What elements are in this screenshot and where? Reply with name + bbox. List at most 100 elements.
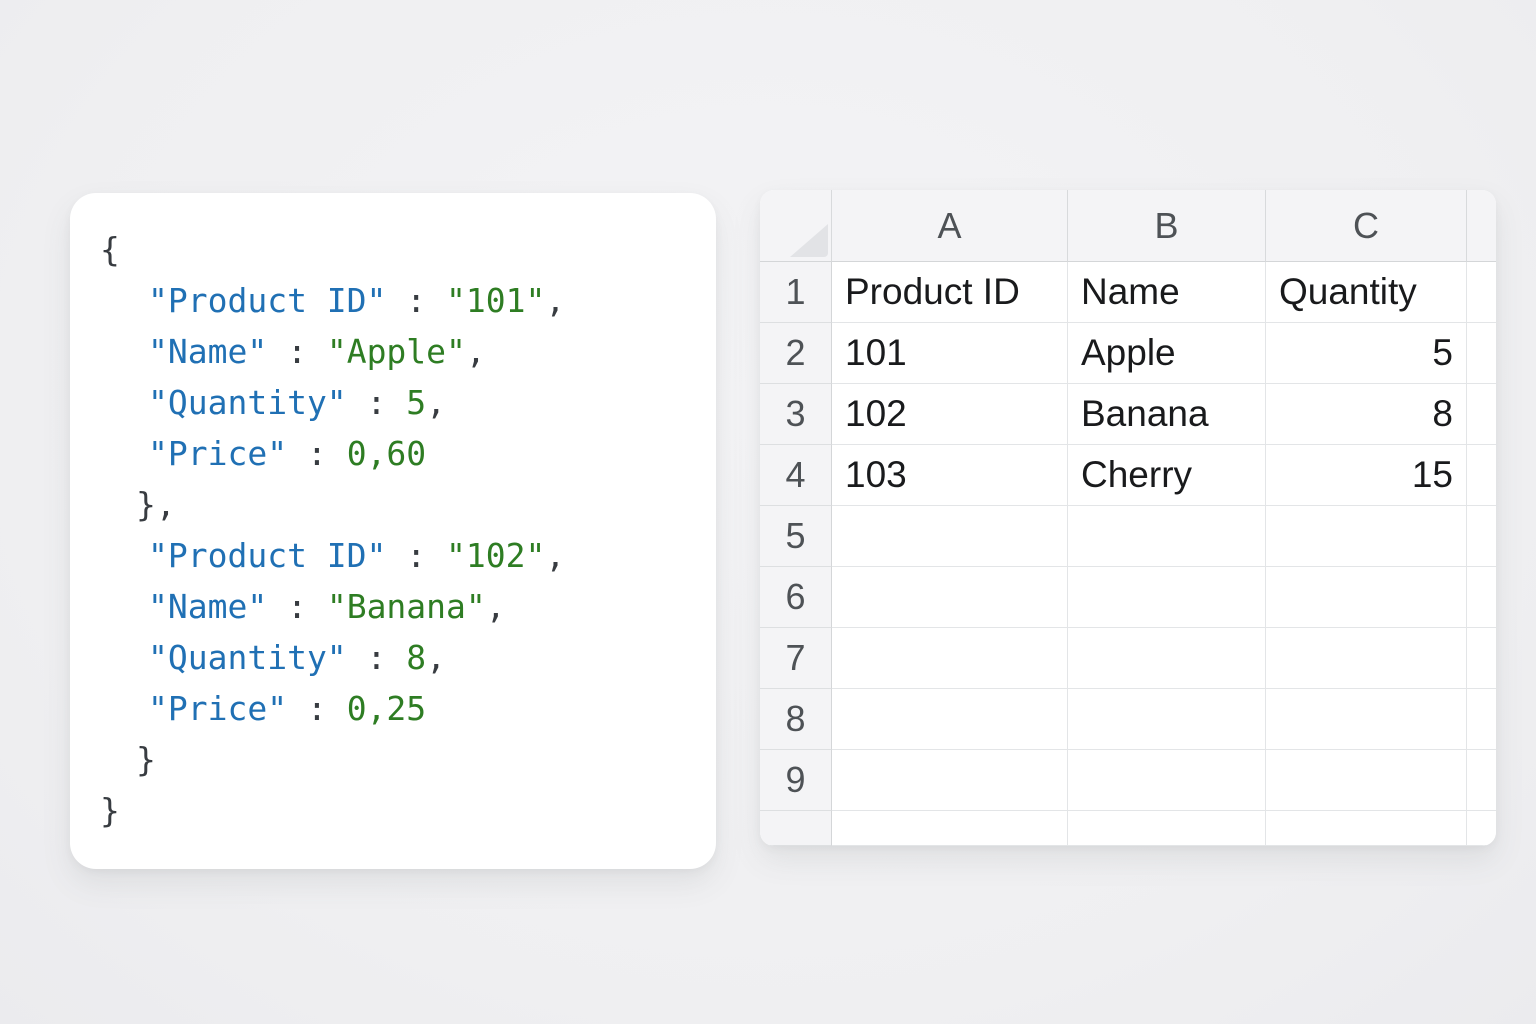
code-token-punct: , xyxy=(545,536,566,575)
code-token-key: "Quantity" xyxy=(148,638,347,677)
sheet-cell[interactable]: Product ID xyxy=(832,262,1068,323)
row-header[interactable]: 7 xyxy=(760,628,832,689)
code-token-value: 8 xyxy=(406,638,427,677)
sheet-cell[interactable] xyxy=(1068,689,1266,750)
sheet-cell[interactable] xyxy=(1467,689,1496,750)
sheet-cell[interactable] xyxy=(1467,262,1496,323)
row-header[interactable]: 1 xyxy=(760,262,832,323)
code-token-punct: } xyxy=(136,740,156,779)
code-token-key: "Quantity" xyxy=(148,383,347,422)
sheet-cell[interactable] xyxy=(832,628,1068,689)
column-header-B[interactable]: B xyxy=(1068,190,1266,262)
sheet-cell[interactable] xyxy=(1467,506,1496,567)
code-line: "Price" : 0,25 xyxy=(100,683,696,734)
sheet-cell[interactable]: 5 xyxy=(1266,323,1467,384)
sheet-cell[interactable] xyxy=(1467,811,1496,846)
code-token-punct: , xyxy=(485,587,506,626)
row-header[interactable] xyxy=(760,811,832,846)
code-line: } xyxy=(100,785,696,836)
sheet-cell[interactable] xyxy=(1266,750,1467,811)
code-token-punct: : xyxy=(267,332,327,371)
json-code-panel: {"Product ID" : "101","Name" : "Apple","… xyxy=(70,193,716,869)
sheet-cell[interactable]: Banana xyxy=(1068,384,1266,445)
sheet-cell[interactable]: 103 xyxy=(832,445,1068,506)
sheet-cell[interactable] xyxy=(832,811,1068,846)
sheet-cell[interactable] xyxy=(1467,567,1496,628)
sheet-cell[interactable] xyxy=(1467,750,1496,811)
code-token-key: "Price" xyxy=(148,434,288,473)
row-header[interactable]: 6 xyxy=(760,567,832,628)
sheet-cell[interactable] xyxy=(832,506,1068,567)
sheet-cell[interactable] xyxy=(832,567,1068,628)
sheet-cell[interactable] xyxy=(1068,628,1266,689)
column-header-C[interactable]: C xyxy=(1266,190,1467,262)
sheet-cell[interactable] xyxy=(832,689,1068,750)
code-line: "Price" : 0,60 xyxy=(100,428,696,479)
code-token-value: "Apple" xyxy=(326,332,466,371)
select-all-corner-cell[interactable] xyxy=(760,190,832,262)
sheet-cell[interactable]: 102 xyxy=(832,384,1068,445)
code-token-punct: } xyxy=(100,791,120,830)
code-line: { xyxy=(100,224,696,275)
sheet-cell[interactable]: 101 xyxy=(832,323,1068,384)
sheet-row: 7 xyxy=(760,628,1496,689)
sheet-cell[interactable] xyxy=(1266,811,1467,846)
sheet-cell[interactable] xyxy=(1467,628,1496,689)
code-token-value: "102" xyxy=(446,536,546,575)
code-token-punct: , xyxy=(426,383,447,422)
sheet-cell[interactable]: Apple xyxy=(1068,323,1266,384)
sheet-row: 5 xyxy=(760,506,1496,567)
column-header-clipped[interactable] xyxy=(1467,190,1496,262)
sheet-cell[interactable] xyxy=(1068,506,1266,567)
code-token-key: "Name" xyxy=(148,332,268,371)
sheet-cell[interactable] xyxy=(832,750,1068,811)
sheet-cell[interactable]: Name xyxy=(1068,262,1266,323)
row-header[interactable]: 8 xyxy=(760,689,832,750)
row-header[interactable]: 3 xyxy=(760,384,832,445)
row-header[interactable]: 2 xyxy=(760,323,832,384)
sheet-row xyxy=(760,811,1496,846)
sheet-cell[interactable] xyxy=(1266,628,1467,689)
sheet-cell[interactable]: Quantity xyxy=(1266,262,1467,323)
sheet-cell[interactable] xyxy=(1467,445,1496,506)
code-token-key: "Product ID" xyxy=(148,281,387,320)
code-token-punct: { xyxy=(100,230,120,269)
sheet-cell[interactable] xyxy=(1068,811,1266,846)
sheet-cell[interactable] xyxy=(1068,567,1266,628)
sheet-cell[interactable] xyxy=(1266,689,1467,750)
sheet-cell[interactable]: 8 xyxy=(1266,384,1467,445)
sheet-cell[interactable] xyxy=(1068,750,1266,811)
code-token-punct: , xyxy=(426,638,447,677)
sheet-cell[interactable] xyxy=(1266,567,1467,628)
code-token-value: 0,60 xyxy=(346,434,427,473)
sheet-cell[interactable] xyxy=(1266,506,1467,567)
sheet-row: 8 xyxy=(760,689,1496,750)
code-token-punct: : xyxy=(267,587,327,626)
code-line: }, xyxy=(100,479,696,530)
row-header[interactable]: 9 xyxy=(760,750,832,811)
code-token-punct: }, xyxy=(136,485,176,524)
json-code: {"Product ID" : "101","Name" : "Apple","… xyxy=(100,224,696,836)
row-header[interactable]: 5 xyxy=(760,506,832,567)
sheet-cell[interactable] xyxy=(1467,384,1496,445)
code-token-punct: : xyxy=(287,689,347,728)
sheet-cell[interactable]: Cherry xyxy=(1068,445,1266,506)
code-token-value: 0,25 xyxy=(346,689,427,728)
code-token-punct: : xyxy=(386,536,447,575)
sheet-cell[interactable] xyxy=(1467,323,1496,384)
code-line: "Name" : "Banana", xyxy=(100,581,696,632)
code-token-value: "101" xyxy=(446,281,546,320)
code-token-punct: , xyxy=(465,332,486,371)
code-token-punct: , xyxy=(545,281,566,320)
code-line: "Name" : "Apple", xyxy=(100,326,696,377)
code-token-punct: : xyxy=(346,383,407,422)
sheet-cell[interactable]: 15 xyxy=(1266,445,1467,506)
code-token-punct: : xyxy=(346,638,407,677)
column-header-A[interactable]: A xyxy=(832,190,1068,262)
code-line: "Product ID" : "102", xyxy=(100,530,696,581)
row-header[interactable]: 4 xyxy=(760,445,832,506)
code-token-key: "Name" xyxy=(148,587,268,626)
